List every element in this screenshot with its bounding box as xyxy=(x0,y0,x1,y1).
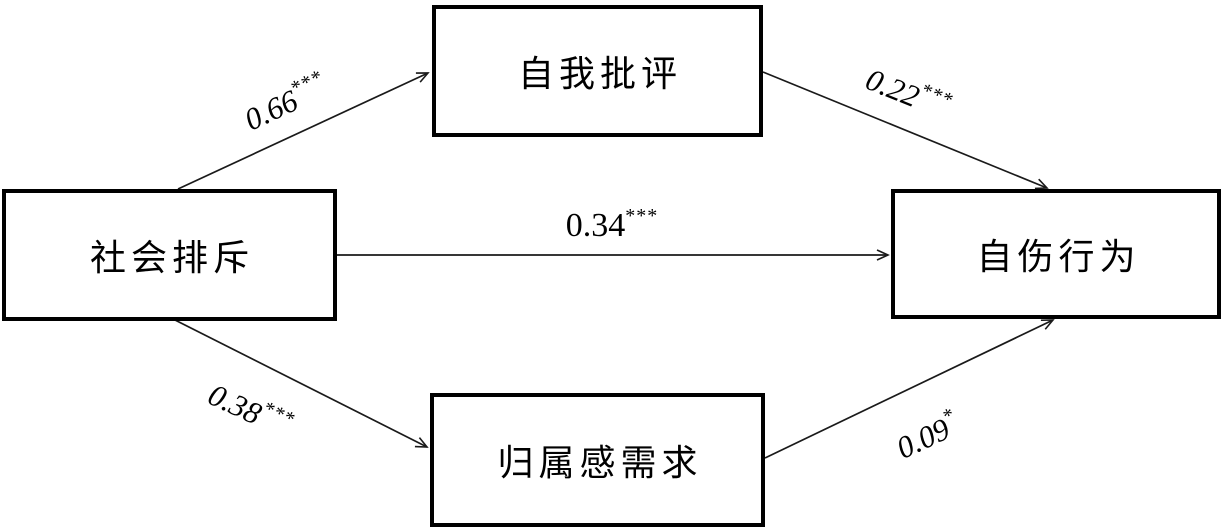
node-need-to-belong: 归属感需求 xyxy=(430,393,765,527)
node-need-to-belong-label: 归属感需求 xyxy=(497,443,703,483)
significance-stars: *** xyxy=(625,205,659,227)
node-self-injury-label: 自伤行为 xyxy=(976,237,1141,277)
node-self-injury: 自伤行为 xyxy=(891,189,1221,319)
node-self-criticism: 自我批评 xyxy=(432,5,763,137)
path-predictor-to-mediator-bottom xyxy=(174,319,429,448)
path-mediator-bottom-to-outcome xyxy=(764,319,1055,459)
node-social-exclusion: 社会排斥 xyxy=(2,189,337,321)
path-predictor-to-mediator-top xyxy=(177,72,430,190)
node-social-exclusion-label: 社会排斥 xyxy=(89,238,254,278)
path-mediator-top-to-outcome xyxy=(762,71,1049,190)
node-self-criticism-label: 自我批评 xyxy=(517,54,682,94)
coefficient-predictor-to-outcome: 0.34*** xyxy=(565,206,659,244)
coefficient-value: 0.34 xyxy=(565,207,626,244)
